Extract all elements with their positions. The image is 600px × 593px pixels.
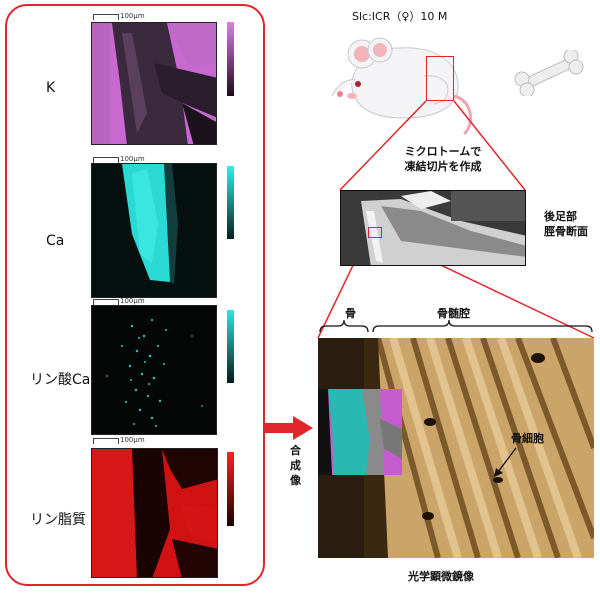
ca-phosphate-map-image xyxy=(91,305,217,435)
bone-icon xyxy=(514,50,584,96)
microscope-caption: 光学顕微鏡像 xyxy=(408,570,474,583)
microtome-caption: ミクロトームで凍結切片を作成 xyxy=(404,145,482,173)
colorbar-k xyxy=(227,22,234,96)
leg-highlight-box xyxy=(426,56,454,101)
map-label-k: K xyxy=(46,80,56,96)
bone-label: 骨 xyxy=(345,307,356,320)
scale-bar-ca xyxy=(93,157,119,163)
map-label-ca: Ca xyxy=(46,233,65,249)
colorbar-phospholipid xyxy=(227,452,234,526)
phospholipid-map-image xyxy=(91,448,218,578)
osteocyte-arrow-icon xyxy=(494,447,517,477)
map-label-ca-phosphate: リン酸Ca xyxy=(30,372,91,388)
tibia-section-image xyxy=(340,190,526,266)
scale-label-k: 100μm xyxy=(120,12,145,20)
section-highlight-box xyxy=(368,227,382,238)
osteocyte-label: 骨細胞 xyxy=(511,432,544,445)
colorbar-ca xyxy=(227,166,234,239)
ca-map-image xyxy=(91,163,217,298)
scale-bar-ca-phosphate xyxy=(93,299,119,305)
mouse-strain-label: Slc:ICR（♀）10 M xyxy=(352,10,448,23)
colorbar-ca-phosphate xyxy=(227,310,234,383)
map-label-phospholipid: リン脂質 xyxy=(30,512,86,528)
composite-label: 合成像 xyxy=(290,444,301,487)
scale-bar-phospholipid xyxy=(93,438,119,444)
scale-bar-k xyxy=(93,14,119,20)
k-map-image xyxy=(91,22,217,145)
scale-label-ca-phosphate: 100μm xyxy=(120,297,145,305)
scale-label-ca: 100μm xyxy=(120,155,145,163)
arrow-right-icon xyxy=(265,416,313,440)
composite-overlay-image xyxy=(318,389,402,475)
marrow-cavity-label: 骨髄腔 xyxy=(437,307,470,320)
section-label: 後足部脛骨断面 xyxy=(544,210,588,238)
scale-label-phospholipid: 100μm xyxy=(120,436,145,444)
element-map-panel xyxy=(5,4,265,586)
region-brackets xyxy=(319,319,593,333)
